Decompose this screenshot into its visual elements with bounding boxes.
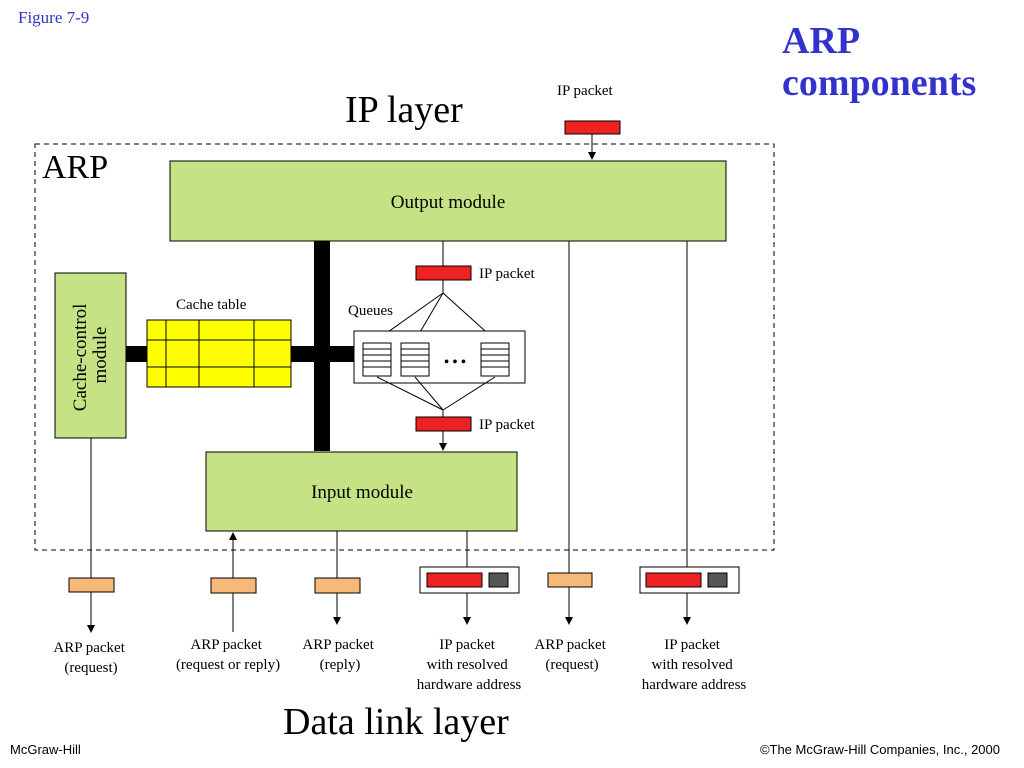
output-module-label: Output module [391,192,506,213]
bus-horizontal-mid [291,346,354,362]
merge-q1 [376,376,444,411]
resolved-packet-1 [419,566,520,594]
footer-publisher: McGraw-Hill [10,742,81,757]
arp-packet-2 [210,577,257,594]
title-line-1: ARP [782,20,861,62]
ip-packet-top [564,120,621,135]
arp-packet-4 [547,572,593,588]
bottom-label-6: IP packet with resolved hardware address [642,637,747,693]
arp-packet-3 [314,577,361,594]
merge-q2 [414,376,444,411]
cache-control-module [54,272,127,439]
input-module-label: Input module [311,482,413,503]
cache-table [146,319,292,388]
queues-box [353,330,526,384]
queues-ellipsis: • • • [444,355,466,370]
page-title: ARP components [782,20,976,104]
bottom-label-1: ARP packet (request) [53,640,128,676]
bottom-label-4: IP packet with resolved hardware address [417,637,522,693]
ip-packet-low [415,416,472,432]
bottom-label-2: ARP packet (request or reply) [176,637,280,673]
footer-copyright: ©The McGraw-Hill Companies, Inc., 2000 [759,742,1000,757]
ip-packet-top-label: IP packet [557,83,614,99]
cache-table-label: Cache table [176,297,247,313]
ip-packet-low-label: IP packet [479,417,536,433]
merge-q3 [442,376,496,411]
bottom-label-3: ARP packet (reply) [302,637,377,673]
queue-2 [400,342,430,377]
output-module [169,160,727,242]
queues-label: Queues [348,303,393,319]
ip-packet-mid [415,265,472,281]
bus-horizontal-left [126,346,148,362]
arp-boundary [34,143,775,551]
arp-box-label: ARP [42,149,108,186]
resolved-packet-2 [639,566,740,594]
data-link-layer-label: Data link layer [283,701,509,743]
title-line-2: components [782,62,977,104]
ip-packet-mid-label: IP packet [479,266,536,282]
queue-1 [362,342,392,377]
ip-layer-label: IP layer [345,89,463,131]
cache-control-label: Cache-control module [70,299,111,411]
figure-label: Figure 7-9 [18,8,90,27]
input-module [205,451,518,532]
bottom-label-5: ARP packet (request) [534,637,609,673]
arp-packet-1 [68,577,115,593]
queue-3 [480,342,510,377]
